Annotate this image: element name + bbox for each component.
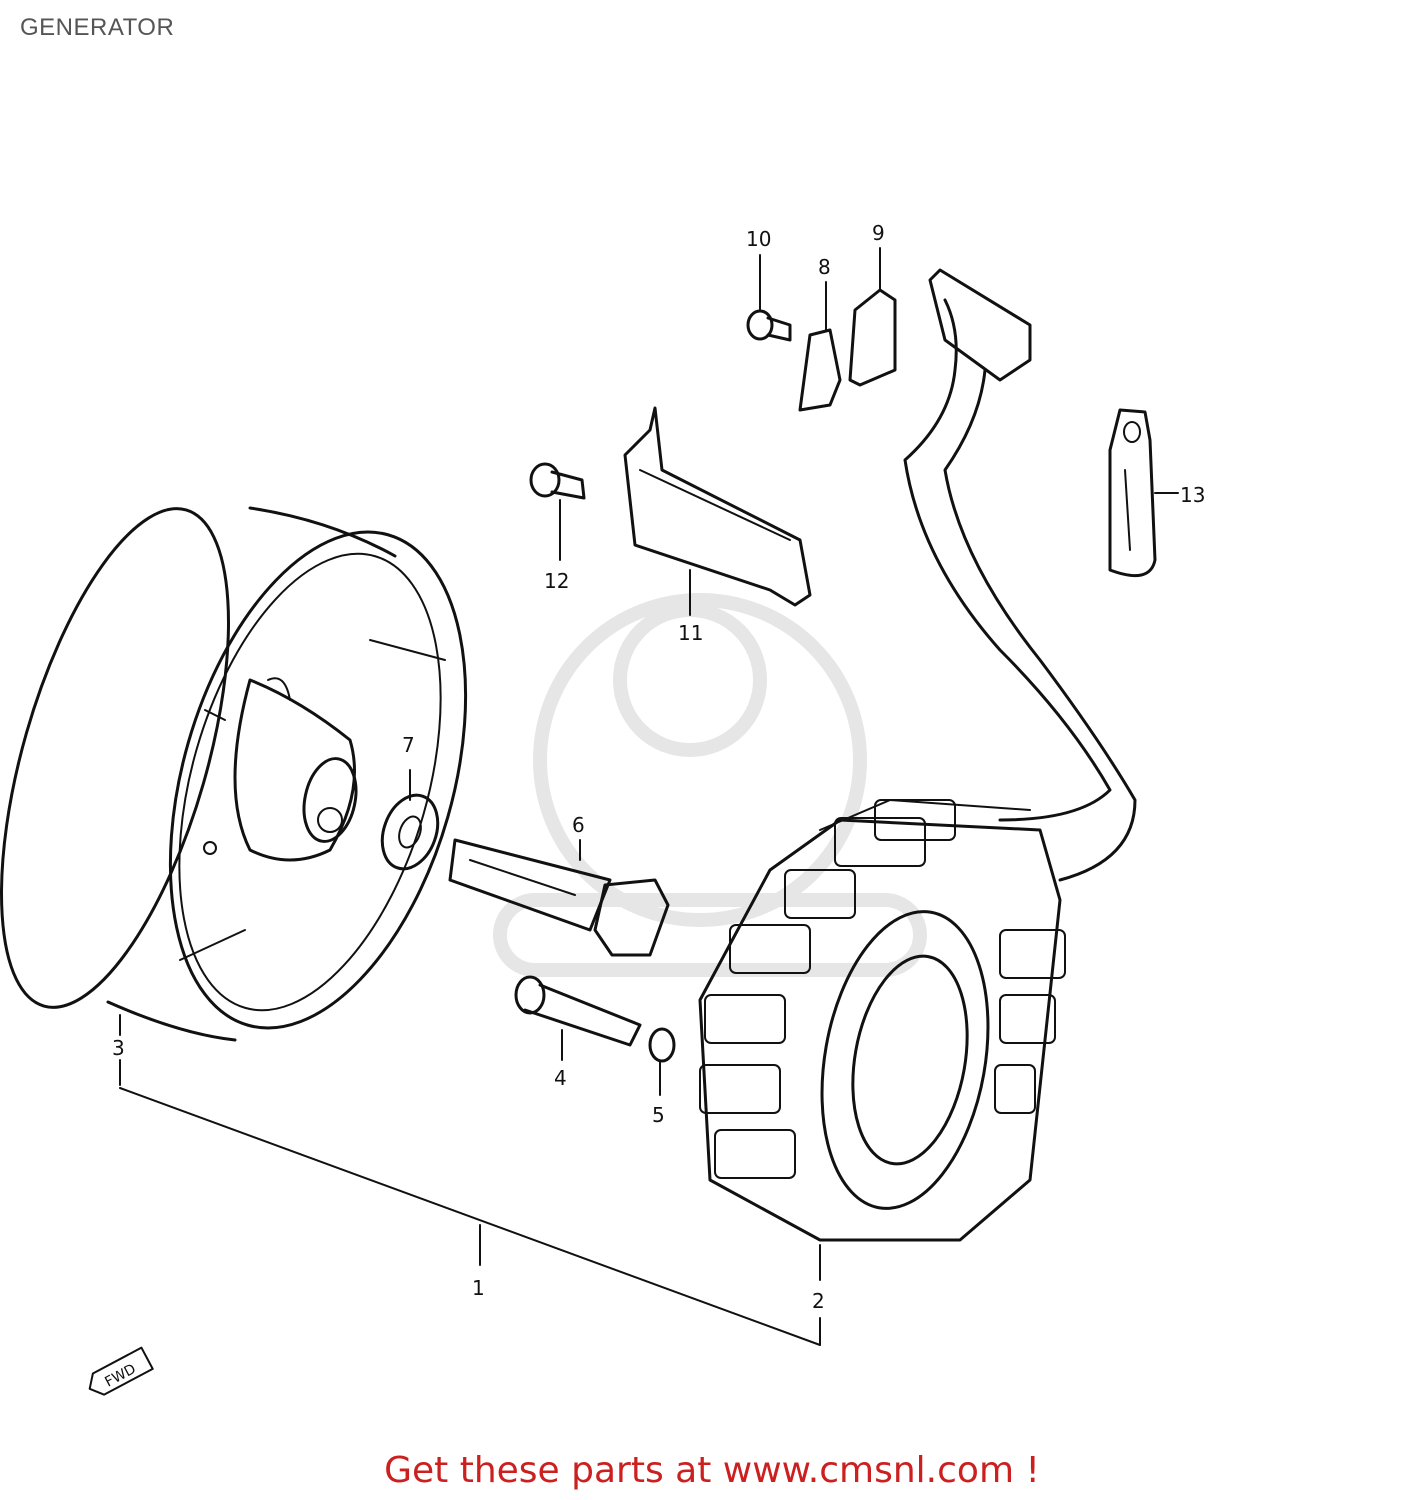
callout-7: 7 xyxy=(402,733,415,757)
wire-clamp xyxy=(1108,408,1157,578)
callout-13: 13 xyxy=(1180,483,1205,507)
rotor-flywheel xyxy=(0,506,468,1042)
callout-10: 10 xyxy=(746,227,771,251)
rotor-bolt xyxy=(448,838,670,957)
grommet xyxy=(848,288,897,387)
callout-2: 2 xyxy=(812,1289,825,1313)
callout-1: 1 xyxy=(472,1276,485,1300)
callout-9: 9 xyxy=(872,221,885,245)
watermark-logo xyxy=(493,593,927,977)
stator-screw xyxy=(514,975,642,1047)
callout-6: 6 xyxy=(572,813,585,837)
callout-8: 8 xyxy=(818,255,831,279)
callout-4: 4 xyxy=(554,1066,567,1090)
callout-5: 5 xyxy=(652,1103,665,1127)
stator xyxy=(698,799,1066,1242)
fwd-arrow: FWD xyxy=(88,1346,154,1396)
cover-screw xyxy=(529,462,586,500)
lead-cover xyxy=(623,406,812,607)
small-washer xyxy=(648,1027,676,1063)
washer xyxy=(380,793,440,871)
callout-12: 12 xyxy=(544,569,569,593)
callout-11: 11 xyxy=(678,621,703,645)
callout-3: 3 xyxy=(112,1036,125,1060)
footer-parts-link[interactable]: Get these parts at www.cmsnl.com ! xyxy=(384,1450,1040,1491)
page-title: GENERATOR xyxy=(20,14,175,41)
lead-plate xyxy=(798,328,842,412)
stator-lead-wire xyxy=(903,268,1137,882)
small-screw xyxy=(746,309,792,342)
leader-lines xyxy=(119,247,1179,1346)
